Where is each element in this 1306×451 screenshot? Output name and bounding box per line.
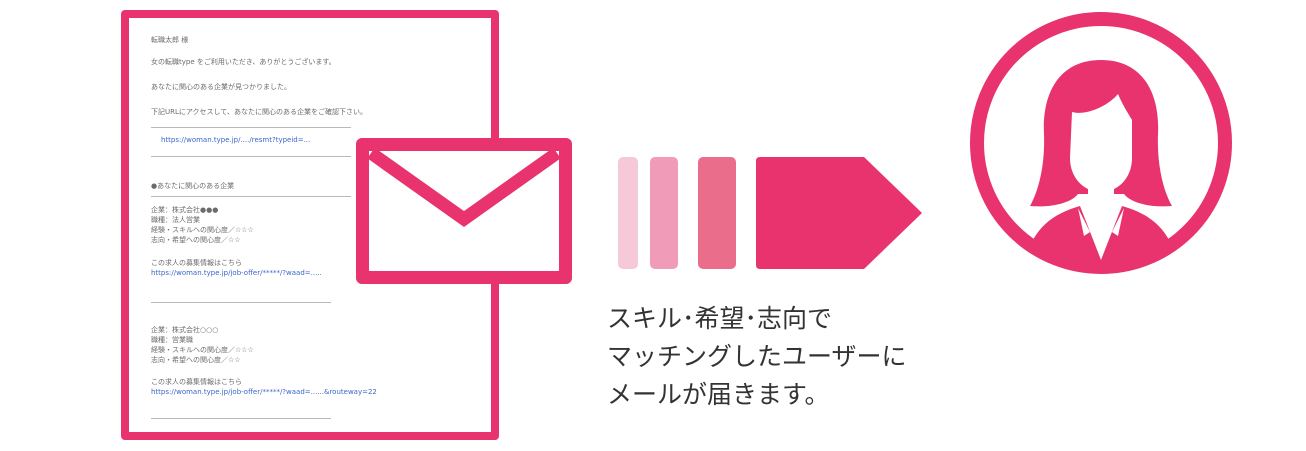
company-2-hope: 志向・希望への関心度／☆☆	[151, 356, 241, 364]
caption-line-3: メールが届きます。	[607, 380, 830, 409]
divider	[151, 196, 351, 197]
section-title: ●あなたに関心のある企業	[151, 182, 235, 190]
company-1-job: 職種：法人営業	[151, 216, 200, 224]
company-2-skill: 経験・スキルへの関心度／☆☆☆	[151, 346, 254, 354]
company-2-link[interactable]: https://woman.type.jp/job-offer/*****/?w…	[151, 388, 377, 396]
caption-line-1: スキル･希望･志向で	[607, 304, 833, 333]
divider	[151, 302, 331, 303]
email-line-2: あなたに関心のある企業が見つかりました。	[151, 83, 291, 91]
company-2-more: この求人の募集情報はこちら	[151, 378, 242, 386]
arrow-bar-3	[698, 157, 736, 269]
arrow-head	[756, 157, 922, 269]
person-icon	[968, 10, 1234, 276]
company-1-hope: 志向・希望への関心度／☆☆	[151, 236, 241, 244]
envelope-icon	[356, 138, 572, 284]
company-1-name: 企業：株式会社●●●	[151, 206, 219, 214]
company-2-name: 企業：株式会社○○○	[151, 326, 219, 334]
arrow-bar-2	[650, 157, 678, 269]
email-line-1: 女の転職type をご利用いただき、ありがとうございます。	[151, 58, 336, 66]
divider	[151, 127, 351, 128]
email-body: 転職太郎 様 女の転職type をご利用いただき、ありがとうございます。 あなた…	[151, 36, 477, 422]
divider	[151, 418, 331, 419]
email-line-3: 下記URLにアクセスして、あなたに関心のある企業をご確認下さい。	[151, 108, 367, 116]
company-1-skill: 経験・スキルへの関心度／☆☆☆	[151, 226, 254, 234]
arrow-right-icon	[614, 153, 924, 273]
caption-line-2: マッチングしたユーザーに	[607, 342, 907, 371]
caption: スキル･希望･志向で マッチングしたユーザーに メールが届きます。	[607, 300, 937, 414]
company-2-job: 職種：営業職	[151, 336, 193, 344]
company-1-more: この求人の募集情報はこちら	[151, 259, 242, 267]
company-1-link[interactable]: https://woman.type.jp/job-offer/*****/?w…	[151, 269, 322, 277]
divider	[151, 156, 351, 157]
envelope-flap	[369, 151, 559, 227]
email-greeting: 転職太郎 様	[151, 36, 189, 44]
email-main-link[interactable]: https://woman.type.jp/..../resmt?typeid=…	[161, 136, 311, 144]
arrow-bar-1	[618, 157, 638, 269]
